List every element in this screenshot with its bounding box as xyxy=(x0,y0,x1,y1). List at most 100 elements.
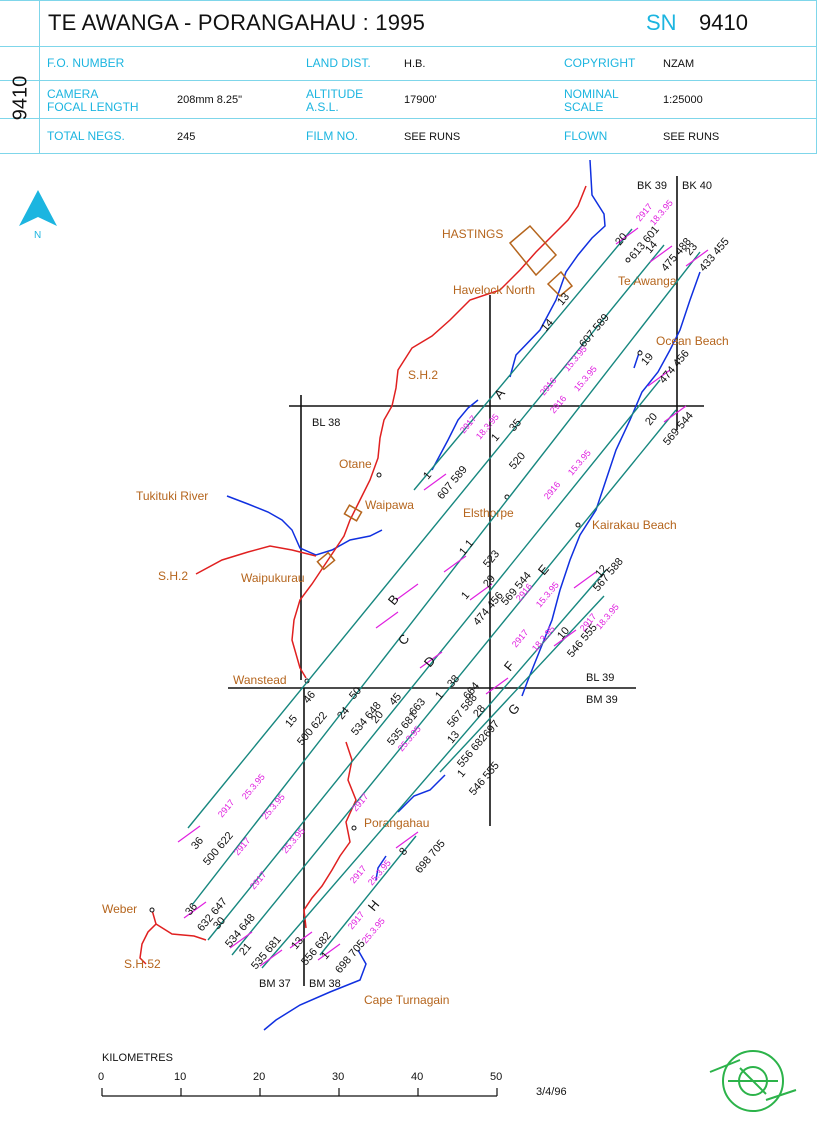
nz-aerial-mapping-logo xyxy=(709,1050,797,1112)
scale-bar: KILOMETRES 0 10 20 30 40 50 xyxy=(98,1052,502,1097)
scale-value: 1:25000 xyxy=(663,94,703,106)
frame-number: 474 456 xyxy=(657,348,692,386)
frame-number: 607 589 xyxy=(435,464,470,502)
date-label: 18.3.95 xyxy=(530,624,557,653)
sn-label: SN xyxy=(646,10,677,35)
place-ocean-beach: Ocean Beach xyxy=(656,334,729,348)
film-label: 2916 xyxy=(548,394,569,416)
scale-tick: 10 xyxy=(174,1071,186,1083)
frame-number: 546 555 xyxy=(467,760,502,798)
run-letter-g: G xyxy=(505,701,523,718)
label-sh2-south: S.H.2 xyxy=(158,569,188,583)
label-sh52: S.H.52 xyxy=(124,957,161,971)
place-weber: Weber xyxy=(102,902,137,916)
frame-number: 15 xyxy=(283,713,300,730)
place-hastings: HASTINGS xyxy=(442,227,503,241)
run-letter-d: D xyxy=(421,653,439,670)
label-sh2-north: S.H.2 xyxy=(408,368,438,382)
place-otane: Otane xyxy=(339,457,372,471)
roads xyxy=(139,185,587,965)
sheet-bl38: BL 38 xyxy=(312,417,340,429)
frame-number: 36 xyxy=(183,901,200,918)
sheet-bl39: BL 39 xyxy=(586,672,614,684)
date-label: 25.3.95 xyxy=(366,858,393,887)
frame-number: 500 622 xyxy=(295,710,330,748)
header-rule xyxy=(0,118,817,119)
land-dist-label: LAND DIST. xyxy=(306,56,371,70)
run-letter-c: C xyxy=(395,631,413,648)
film-label: 2917 xyxy=(510,628,531,650)
header-rule xyxy=(0,0,817,1)
rivers xyxy=(226,159,701,1031)
frame-number: 632 647 xyxy=(195,896,230,934)
frame-number: 1 xyxy=(489,432,502,444)
north-arrow-icon: N xyxy=(19,190,57,241)
date-label: 15.3.95 xyxy=(572,364,599,393)
run-letter-b: B xyxy=(385,592,402,608)
date-label: 25.3.95 xyxy=(360,916,387,945)
flown-label: FLOWN xyxy=(564,129,608,143)
scale-tick: 40 xyxy=(411,1071,423,1083)
frame-number: 1 xyxy=(463,538,476,550)
run-letter-h: H xyxy=(365,897,383,914)
frame-number: 607 589 xyxy=(577,312,612,350)
run-letter-e: E xyxy=(535,561,552,578)
date-label: 15.3.95 xyxy=(566,448,593,477)
copyright-label: COPYRIGHT xyxy=(564,56,636,70)
frame-number: 45 xyxy=(387,691,404,708)
place-cape-turnagain: Cape Turnagain xyxy=(364,993,449,1007)
place-havelock-north: Havelock North xyxy=(453,283,535,297)
fo-number-label: F.O. NUMBER xyxy=(47,56,125,70)
camera-label: CAMERA FOCAL LENGTH xyxy=(47,87,139,114)
date-label: 18.3.95 xyxy=(648,198,675,227)
frame-number: 1 xyxy=(433,690,446,702)
frame-number: 523 xyxy=(481,548,502,570)
sheet-bm37: BM 37 xyxy=(259,978,291,990)
sheet-bm39: BM 39 xyxy=(586,694,618,706)
frame-number: 520 xyxy=(507,450,528,472)
scale-tick: 20 xyxy=(253,1071,265,1083)
header-rule xyxy=(0,80,817,81)
flight-lines xyxy=(187,228,701,969)
frame-numbers: 20 613 601 14 475 488 23 433 455 13 14 6… xyxy=(183,224,732,976)
label-tukituki-river: Tukituki River xyxy=(136,489,208,503)
town-areas xyxy=(316,224,574,571)
copyright-value: NZAM xyxy=(663,58,695,70)
frame-number: 24 xyxy=(335,705,352,722)
frame-number: 13 xyxy=(445,729,462,746)
frame-number: 36 xyxy=(189,835,206,852)
altitude-label: ALTITUDE A.S.L. xyxy=(306,87,364,114)
sn-value: 9410 xyxy=(699,10,748,35)
place-labels: HASTINGS Havelock North Te Awanga Ocean … xyxy=(102,227,729,1007)
film-label: 2917 xyxy=(248,870,269,892)
sheet-grid xyxy=(228,176,704,986)
camera-value: 208mm 8.25" xyxy=(177,94,243,106)
header-divider xyxy=(39,0,40,154)
north-label: N xyxy=(34,230,41,241)
date-ticks xyxy=(177,227,709,967)
film-no-label: FILM NO. xyxy=(306,129,359,143)
frame-number: 569 544 xyxy=(661,410,696,448)
map-title: TE AWANGA - PORANGAHAU : 1995 xyxy=(48,10,426,35)
place-waipukurau: Waipukurau xyxy=(241,571,305,585)
frame-number: 500 622 xyxy=(201,830,236,868)
film-label: 2917 xyxy=(348,864,369,886)
total-negs-value: 245 xyxy=(177,131,196,143)
frame-number: 21 xyxy=(237,941,254,958)
place-waipawa: Waipawa xyxy=(365,498,414,512)
run-letter-f: F xyxy=(501,658,518,674)
altitude-value: 17900' xyxy=(404,94,437,106)
land-dist-value: H.B. xyxy=(404,58,426,70)
total-negs-label: TOTAL NEGS. xyxy=(47,129,125,143)
scale-tick: 50 xyxy=(490,1071,502,1083)
date-label: 18.3.95 xyxy=(594,602,621,631)
sheet-bk39: BK 39 xyxy=(637,180,667,192)
date-stamp: 3/4/96 xyxy=(536,1086,567,1098)
date-label: 25.3.95 xyxy=(260,792,287,821)
date-label: 25.3.95 xyxy=(240,772,267,801)
film-label: 2917 xyxy=(216,798,237,820)
run-letters: A B C D E F G H xyxy=(365,385,552,914)
frame-number: 29 xyxy=(481,573,498,590)
sheet-bm38: BM 38 xyxy=(309,978,341,990)
